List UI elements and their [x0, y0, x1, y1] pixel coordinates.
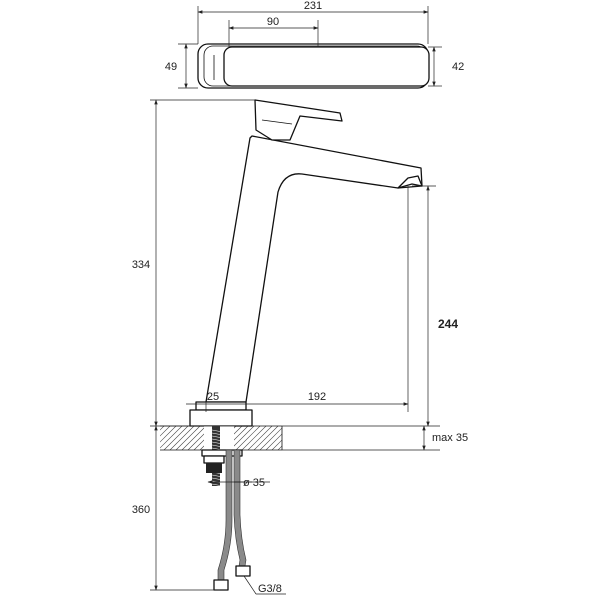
dim-hole-diameter: ø 35 — [243, 477, 265, 489]
dim-spout-reach: 192 — [308, 391, 326, 403]
mounting-plate — [189, 409, 253, 427]
dim-deck-thickness: max 35 — [432, 432, 468, 444]
dim-base-diameter: 25 — [207, 391, 219, 403]
dim-top-depth-right: 42 — [452, 61, 464, 73]
dim-top-width: 231 — [304, 0, 322, 12]
countertop-section: max 35 — [160, 425, 468, 451]
dim-top-depth-left: 49 — [165, 61, 177, 73]
dim-top-lever: 90 — [267, 16, 279, 28]
dim-total-height: 334 — [132, 259, 150, 271]
supply-hose-right — [233, 449, 247, 573]
top-view-lever — [223, 46, 430, 87]
top-view: 231 90 49 42 — [165, 0, 464, 89]
hose-connector-right — [235, 565, 251, 577]
spout-tip — [397, 175, 423, 189]
faucet-base — [195, 401, 247, 411]
hose-connector-left — [213, 579, 229, 591]
mounting-hardware: ø 35 360 G3/8 — [132, 425, 286, 595]
fixing-nut-lower — [206, 463, 222, 473]
faucet-body — [205, 135, 423, 403]
fixing-nut — [203, 455, 225, 464]
side-view: 334 244 192 25 — [132, 99, 458, 427]
dim-spout-height: 244 — [438, 317, 458, 331]
dim-hose-length: 360 — [132, 504, 150, 516]
lever-handle — [254, 99, 343, 141]
thread-spec-label: G3/8 — [258, 583, 282, 595]
